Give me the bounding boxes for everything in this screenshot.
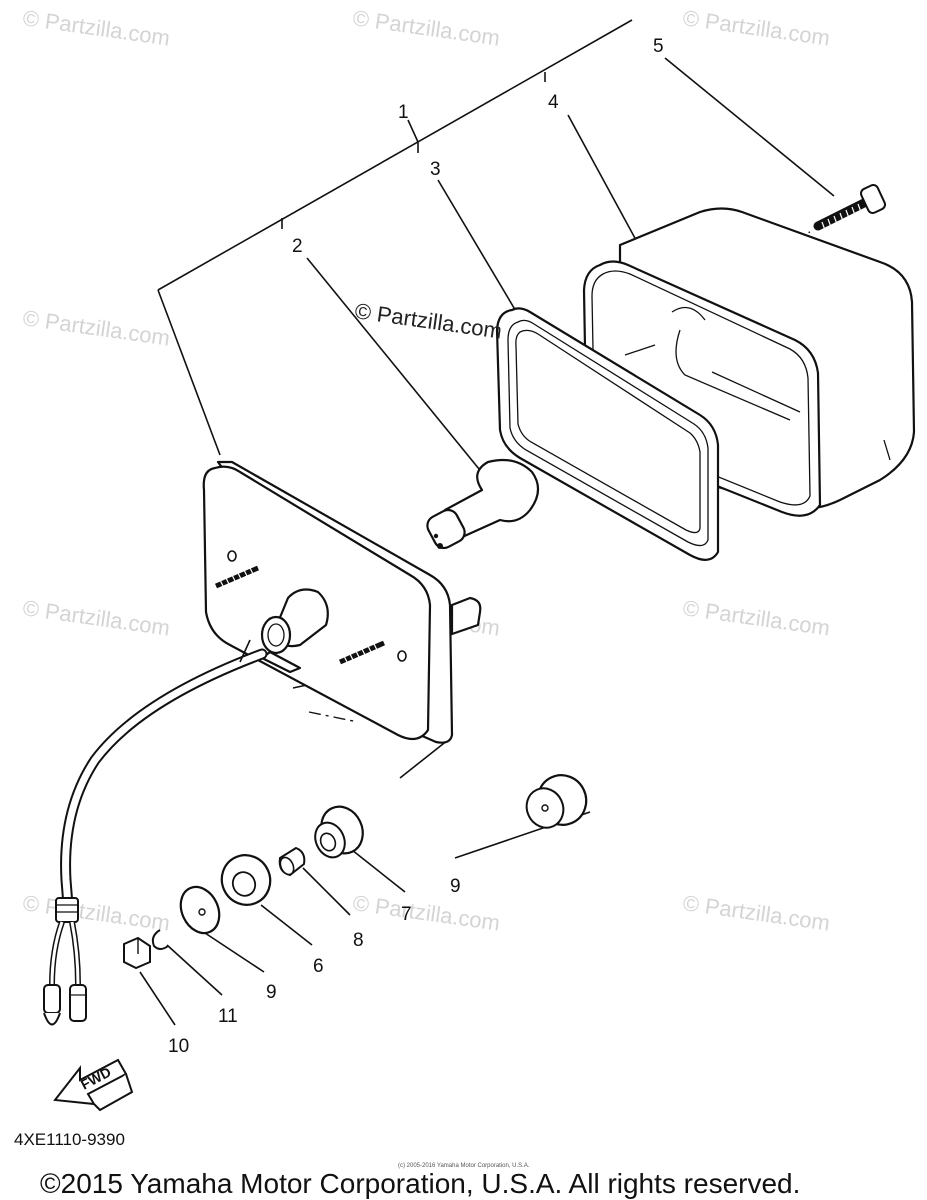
- center-watermark: © Partzilla.com: [353, 298, 503, 343]
- watermark: © Partzilla.com: [681, 5, 831, 50]
- callout-8: 8: [353, 930, 364, 951]
- watermark: © Partzilla.com: [681, 890, 831, 935]
- nut: [123, 936, 151, 970]
- stud: [339, 640, 385, 665]
- callout-2: 2: [292, 236, 303, 257]
- callout-7: 7: [401, 904, 412, 925]
- wire-harness: [43, 639, 268, 1026]
- callout-10: 10: [168, 1036, 189, 1057]
- callout-9-upper: 9: [450, 876, 461, 897]
- callout-3: 3: [430, 159, 441, 180]
- callout-1: 1: [398, 102, 409, 123]
- washer: [525, 774, 588, 829]
- watermark: © Partzilla.com: [351, 890, 501, 935]
- watermark: © Partzilla.com: [21, 890, 171, 935]
- callout-4: 4: [548, 92, 559, 113]
- washer: [179, 885, 221, 935]
- callout-11: 11: [218, 1006, 238, 1027]
- gasket: [495, 307, 720, 561]
- stud: [215, 565, 259, 589]
- spring-washer: [151, 929, 169, 950]
- grommet: [220, 854, 272, 906]
- base-plate: [202, 460, 482, 744]
- watermark: © Partzilla.com: [351, 5, 501, 50]
- callout-6: 6: [313, 956, 324, 977]
- watermark: © Partzilla.com: [21, 305, 171, 350]
- copyright-text: ©2015 Yamaha Motor Corporation, U.S.A. A…: [40, 1168, 800, 1199]
- callout-9-lower: 9: [266, 982, 277, 1003]
- callout-5: 5: [653, 36, 664, 57]
- bullet-connector: [69, 984, 87, 1022]
- collar: [278, 846, 306, 877]
- watermark: © Partzilla.com: [21, 5, 171, 50]
- watermark: © Partzilla.com: [21, 595, 171, 640]
- fwd-arrow: FWD: [53, 1058, 134, 1112]
- bulb: [426, 458, 540, 550]
- grommet: [314, 805, 364, 859]
- tiny-notice: (c) 2005-2016 Yamaha Motor Corporation, …: [398, 1163, 530, 1169]
- hardware-parts: [123, 774, 588, 970]
- bullet-connector: [43, 984, 61, 1026]
- watermark: © Partzilla.com: [681, 595, 831, 640]
- callouts: 5 4 1 3 2 9 7 8 6 9 11 10: [168, 36, 664, 1057]
- diagram-code: 4XE1110-9390: [14, 1130, 125, 1149]
- bolt: [813, 184, 887, 231]
